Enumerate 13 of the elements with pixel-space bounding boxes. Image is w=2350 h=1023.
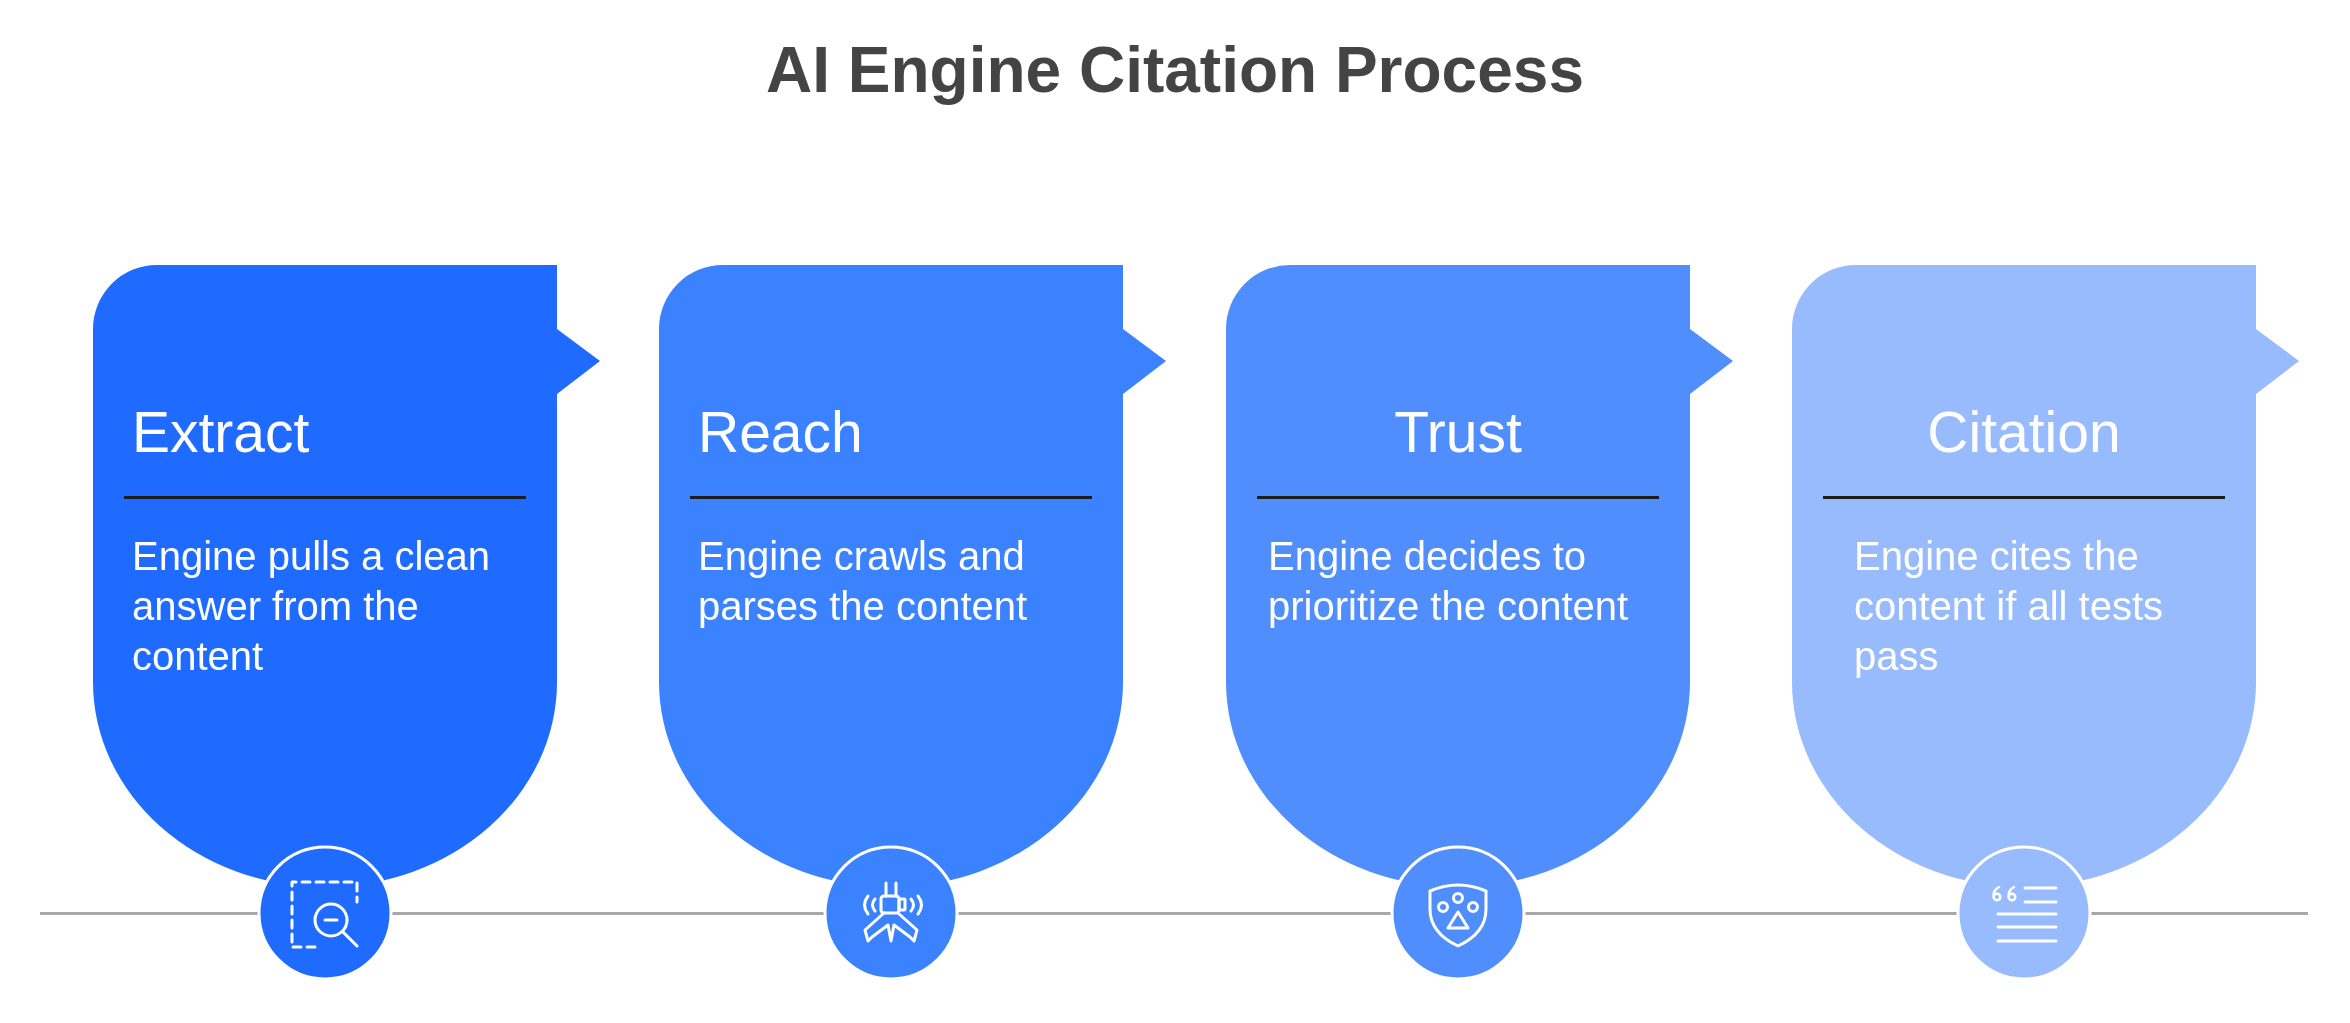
step-description: Engine decides to prioritize the content [1268,533,1630,630]
step-description: Engine crawls and parses the content [698,533,1029,630]
step-heading: Citation [1927,399,2121,466]
step-card [1226,265,1733,981]
step-card [659,265,1166,981]
step-heading: Reach [698,399,863,466]
step-heading: Trust [1394,399,1522,466]
diagram-title: AI Engine Citation Process [766,33,1584,108]
step-description: Engine pulls a clean answer from the content [132,533,492,680]
step-card [93,265,600,981]
step-description: Engine cites the content if all tests pass [1854,533,2165,680]
step-heading: Extract [132,399,310,466]
step-card [1792,265,2299,981]
